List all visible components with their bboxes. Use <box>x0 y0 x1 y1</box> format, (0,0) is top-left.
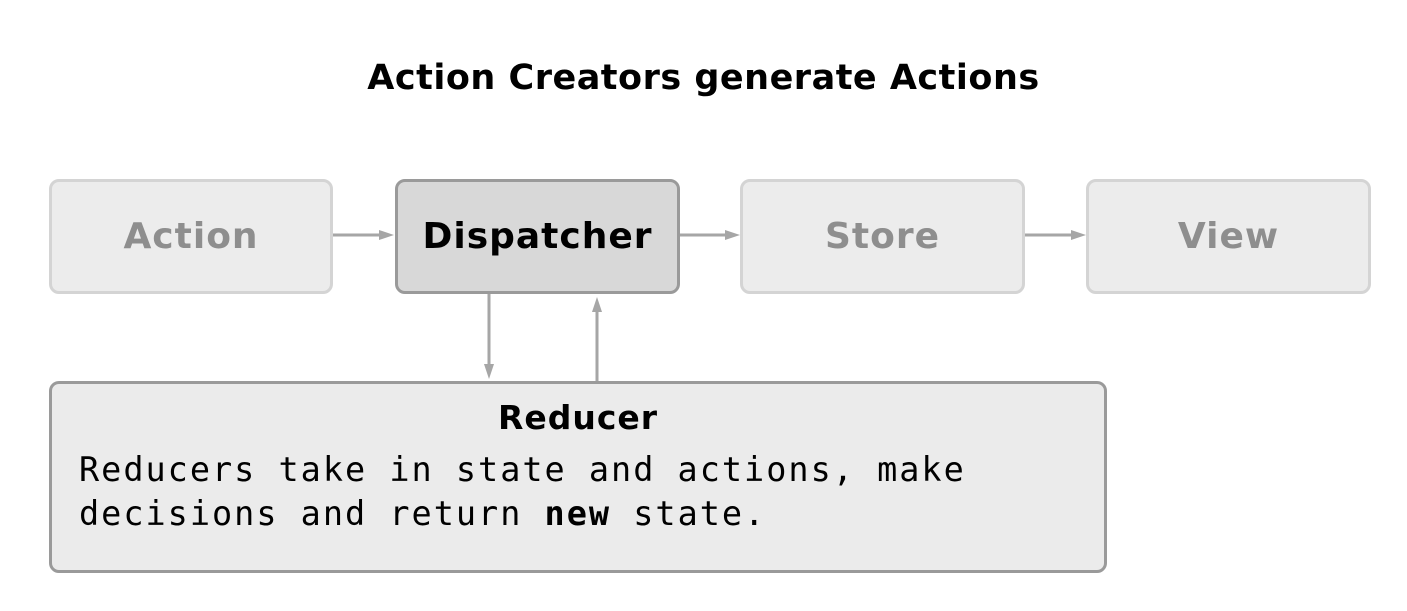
reducer-box: Reducer Reducers take in state and actio… <box>49 381 1107 573</box>
reducer-description-line2-start: decisions and return <box>79 494 545 533</box>
store-node: Store <box>740 179 1025 294</box>
reducer-description-line2-end: state. <box>611 494 767 533</box>
reducer-description: Reducers take in state and actions, make… <box>79 448 1089 536</box>
action-node-label: Action <box>123 216 259 257</box>
dispatcher-node-label: Dispatcher <box>422 216 653 257</box>
arrowhead-dispatcher-to-store <box>725 230 740 240</box>
reducer-title: Reducer <box>497 398 659 437</box>
action-node: Action <box>49 179 333 294</box>
view-node-label: View <box>1177 216 1280 257</box>
arrowhead-reducer-to-dispatcher <box>592 297 602 312</box>
diagram-title: Action Creators generate Actions <box>367 58 1040 98</box>
view-node: View <box>1086 179 1371 294</box>
arrowhead-dispatcher-to-reducer <box>484 364 494 379</box>
store-node-label: Store <box>824 216 941 257</box>
reducer-description-line1: Reducers take in state and actions, make <box>79 450 966 489</box>
dispatcher-node: Dispatcher <box>395 179 680 294</box>
reducer-description-emphasis: new <box>544 494 612 533</box>
arrowhead-action-to-dispatcher <box>379 230 394 240</box>
arrowhead-store-to-view <box>1071 230 1086 240</box>
